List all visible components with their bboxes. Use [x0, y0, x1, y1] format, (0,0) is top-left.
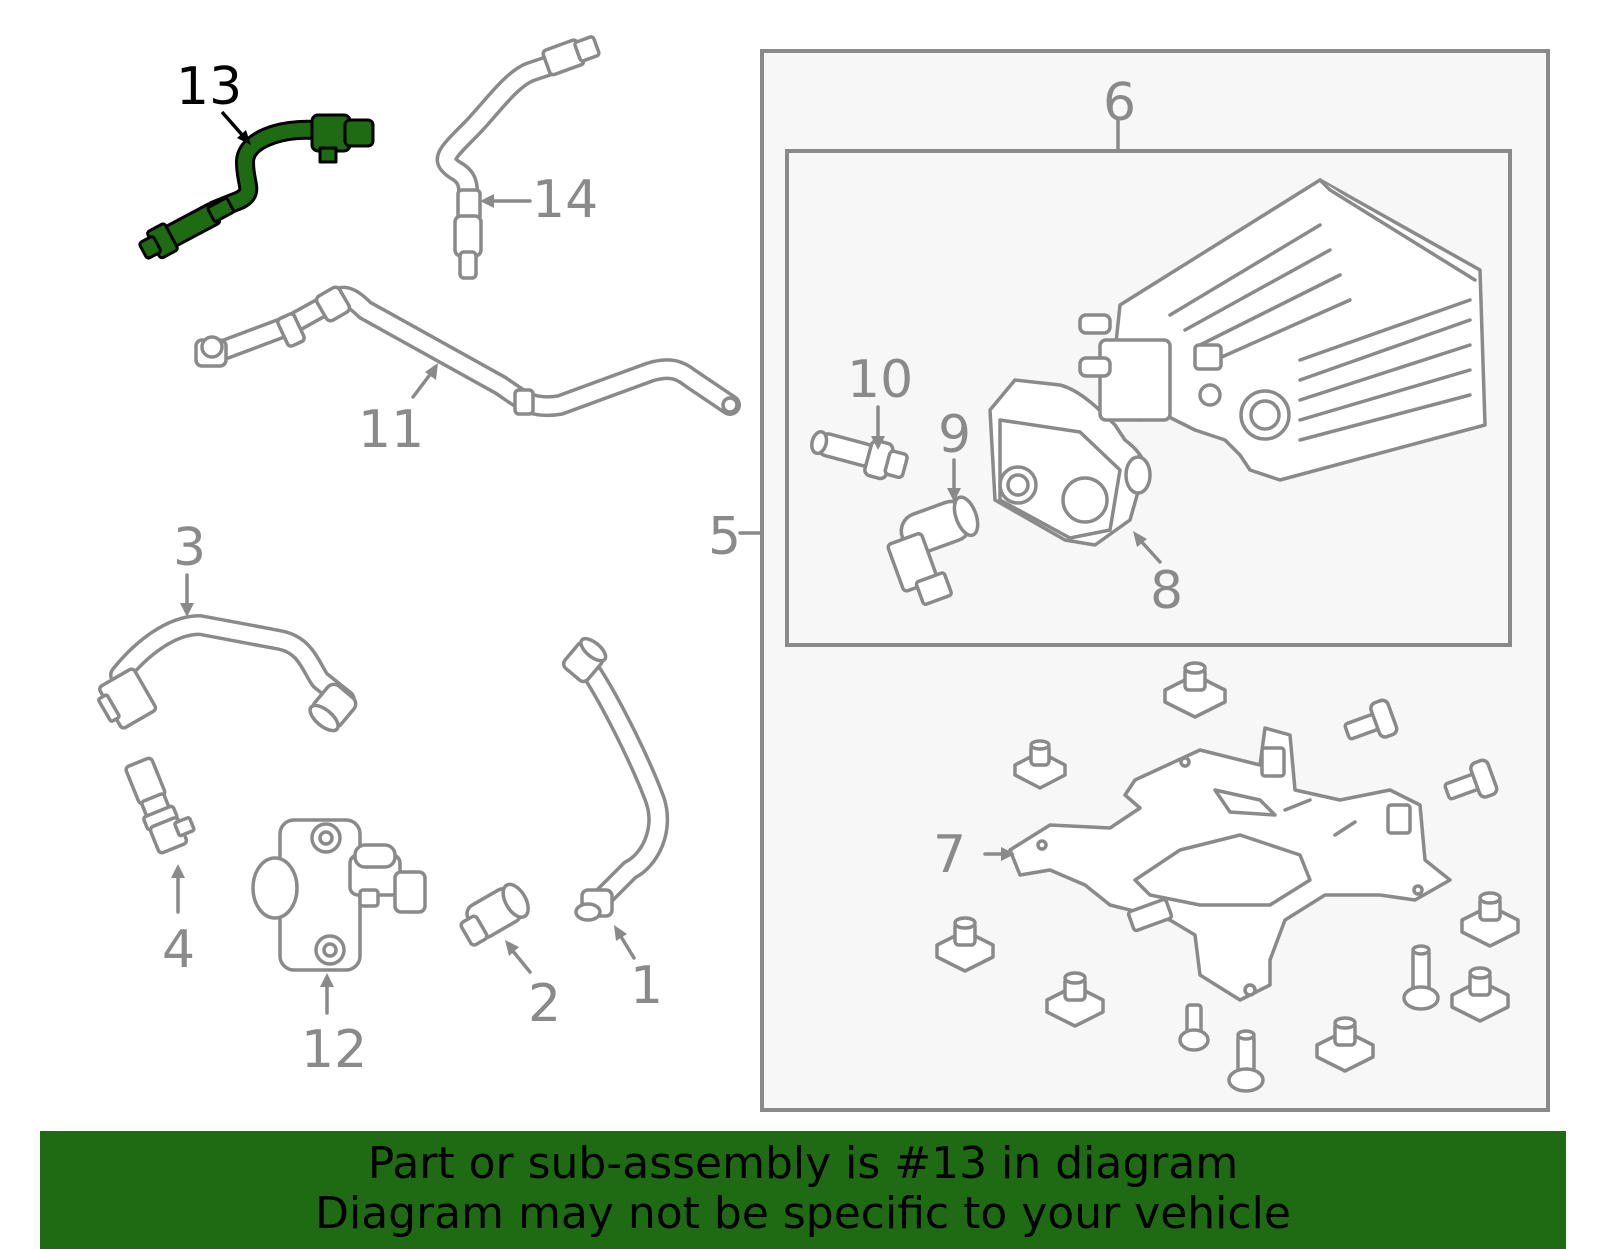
callout-5: 5 — [708, 507, 741, 567]
part-2-fitting[interactable] — [455, 880, 534, 947]
callout-6: 6 — [1103, 73, 1136, 133]
callout-10: 10 — [847, 350, 913, 410]
fastener-bolts — [1178, 698, 1499, 1093]
part-3-hose[interactable] — [93, 614, 359, 735]
part-12-purge-valve[interactable] — [251, 818, 427, 972]
part-11-vapor-tube[interactable] — [194, 285, 741, 418]
assembly-box-5 — [760, 49, 1550, 1112]
banner-line-1: Part or sub-assembly is #13 in diagram — [367, 1138, 1239, 1189]
callout-13: 13 — [176, 57, 242, 117]
callout-9: 9 — [938, 405, 971, 465]
part-9-sensor[interactable] — [880, 494, 999, 610]
callout-11: 11 — [358, 400, 424, 460]
part-10-fitting[interactable] — [807, 424, 909, 484]
part-14-oxygen-sensor[interactable] — [435, 33, 601, 280]
assembly-box-6 — [785, 149, 1512, 647]
part-1-hose[interactable] — [561, 635, 670, 922]
callout-3: 3 — [173, 518, 206, 578]
callout-8: 8 — [1150, 561, 1183, 621]
part-13-oxygen-sensor[interactable] — [136, 113, 375, 264]
canister-assembly — [1078, 178, 1487, 482]
info-banner: Part or sub-assembly is #13 in diagram D… — [40, 1131, 1566, 1249]
banner-line-2: Diagram may not be specific to your vehi… — [315, 1188, 1291, 1239]
callout-7: 7 — [933, 825, 966, 885]
callout-1: 1 — [630, 956, 663, 1016]
callout-4: 4 — [162, 920, 195, 980]
callout-2: 2 — [528, 974, 561, 1034]
part-7-bracket[interactable] — [1008, 726, 1452, 1002]
callout-14: 14 — [532, 170, 598, 230]
part-4-sensor[interactable] — [123, 752, 198, 855]
callout-12: 12 — [301, 1020, 367, 1080]
fastener-nuts — [935, 661, 1520, 1073]
